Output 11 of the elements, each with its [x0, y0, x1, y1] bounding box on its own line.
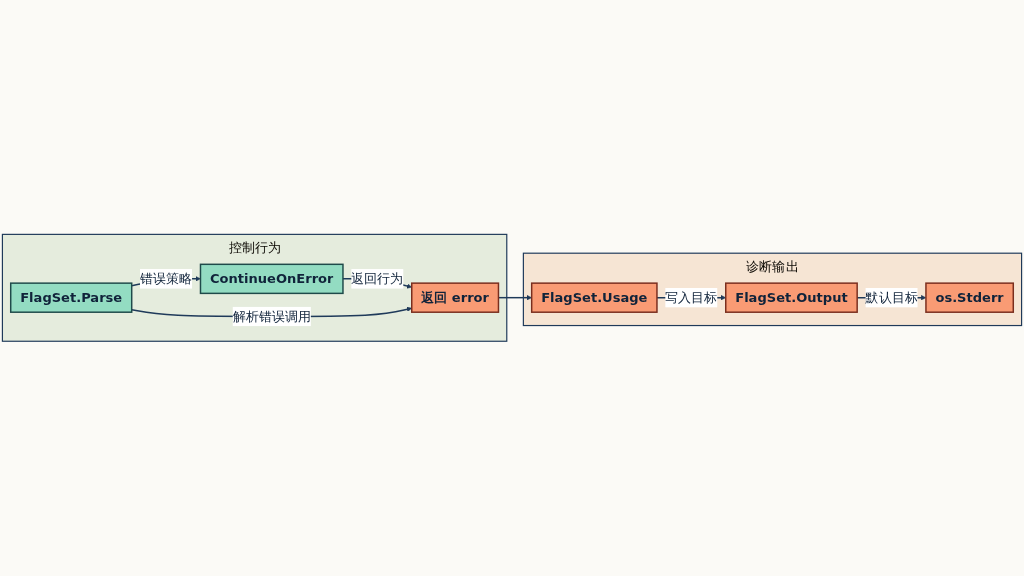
node-box: 返回 error	[411, 282, 500, 314]
edge-label: 解析错误调用	[232, 309, 311, 325]
node-box: FlagSet.Parse	[10, 282, 133, 314]
edge-label: 默认目标	[865, 290, 918, 306]
node-box: FlagSet.Output	[725, 282, 858, 314]
node-box: ContinueOnError	[199, 263, 344, 295]
edge-label: 写入目标	[665, 290, 718, 306]
node-box: os.Stderr	[925, 282, 1014, 314]
edge-label: 返回行为	[351, 271, 404, 287]
edge-label: 错误策略	[140, 271, 193, 287]
node-box: FlagSet.Usage	[530, 282, 658, 314]
